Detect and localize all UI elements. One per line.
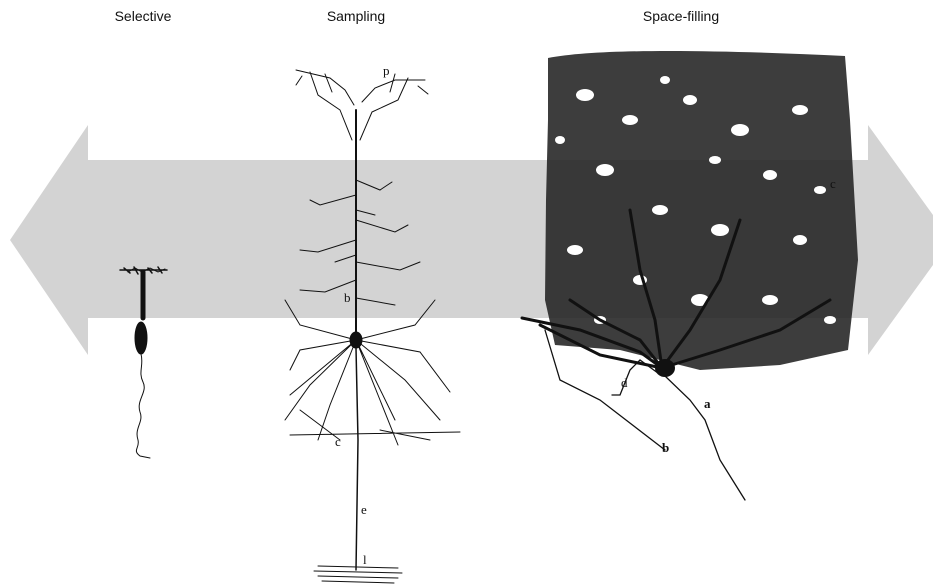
label-sampling-p: p bbox=[383, 63, 390, 78]
sampling-neuron bbox=[285, 70, 460, 583]
label-sampling-c: c bbox=[335, 434, 341, 449]
label-sampling-l: l bbox=[363, 552, 367, 567]
label-purkinje-b: b bbox=[662, 440, 669, 455]
label-sampling-e: e bbox=[361, 502, 367, 517]
label-purkinje-d: d bbox=[621, 375, 628, 390]
label-sampling-b: b bbox=[344, 290, 351, 305]
label-purkinje-a: a bbox=[704, 396, 711, 411]
label-purkinje-c: c bbox=[830, 176, 836, 191]
purkinje-neuron bbox=[522, 51, 858, 500]
